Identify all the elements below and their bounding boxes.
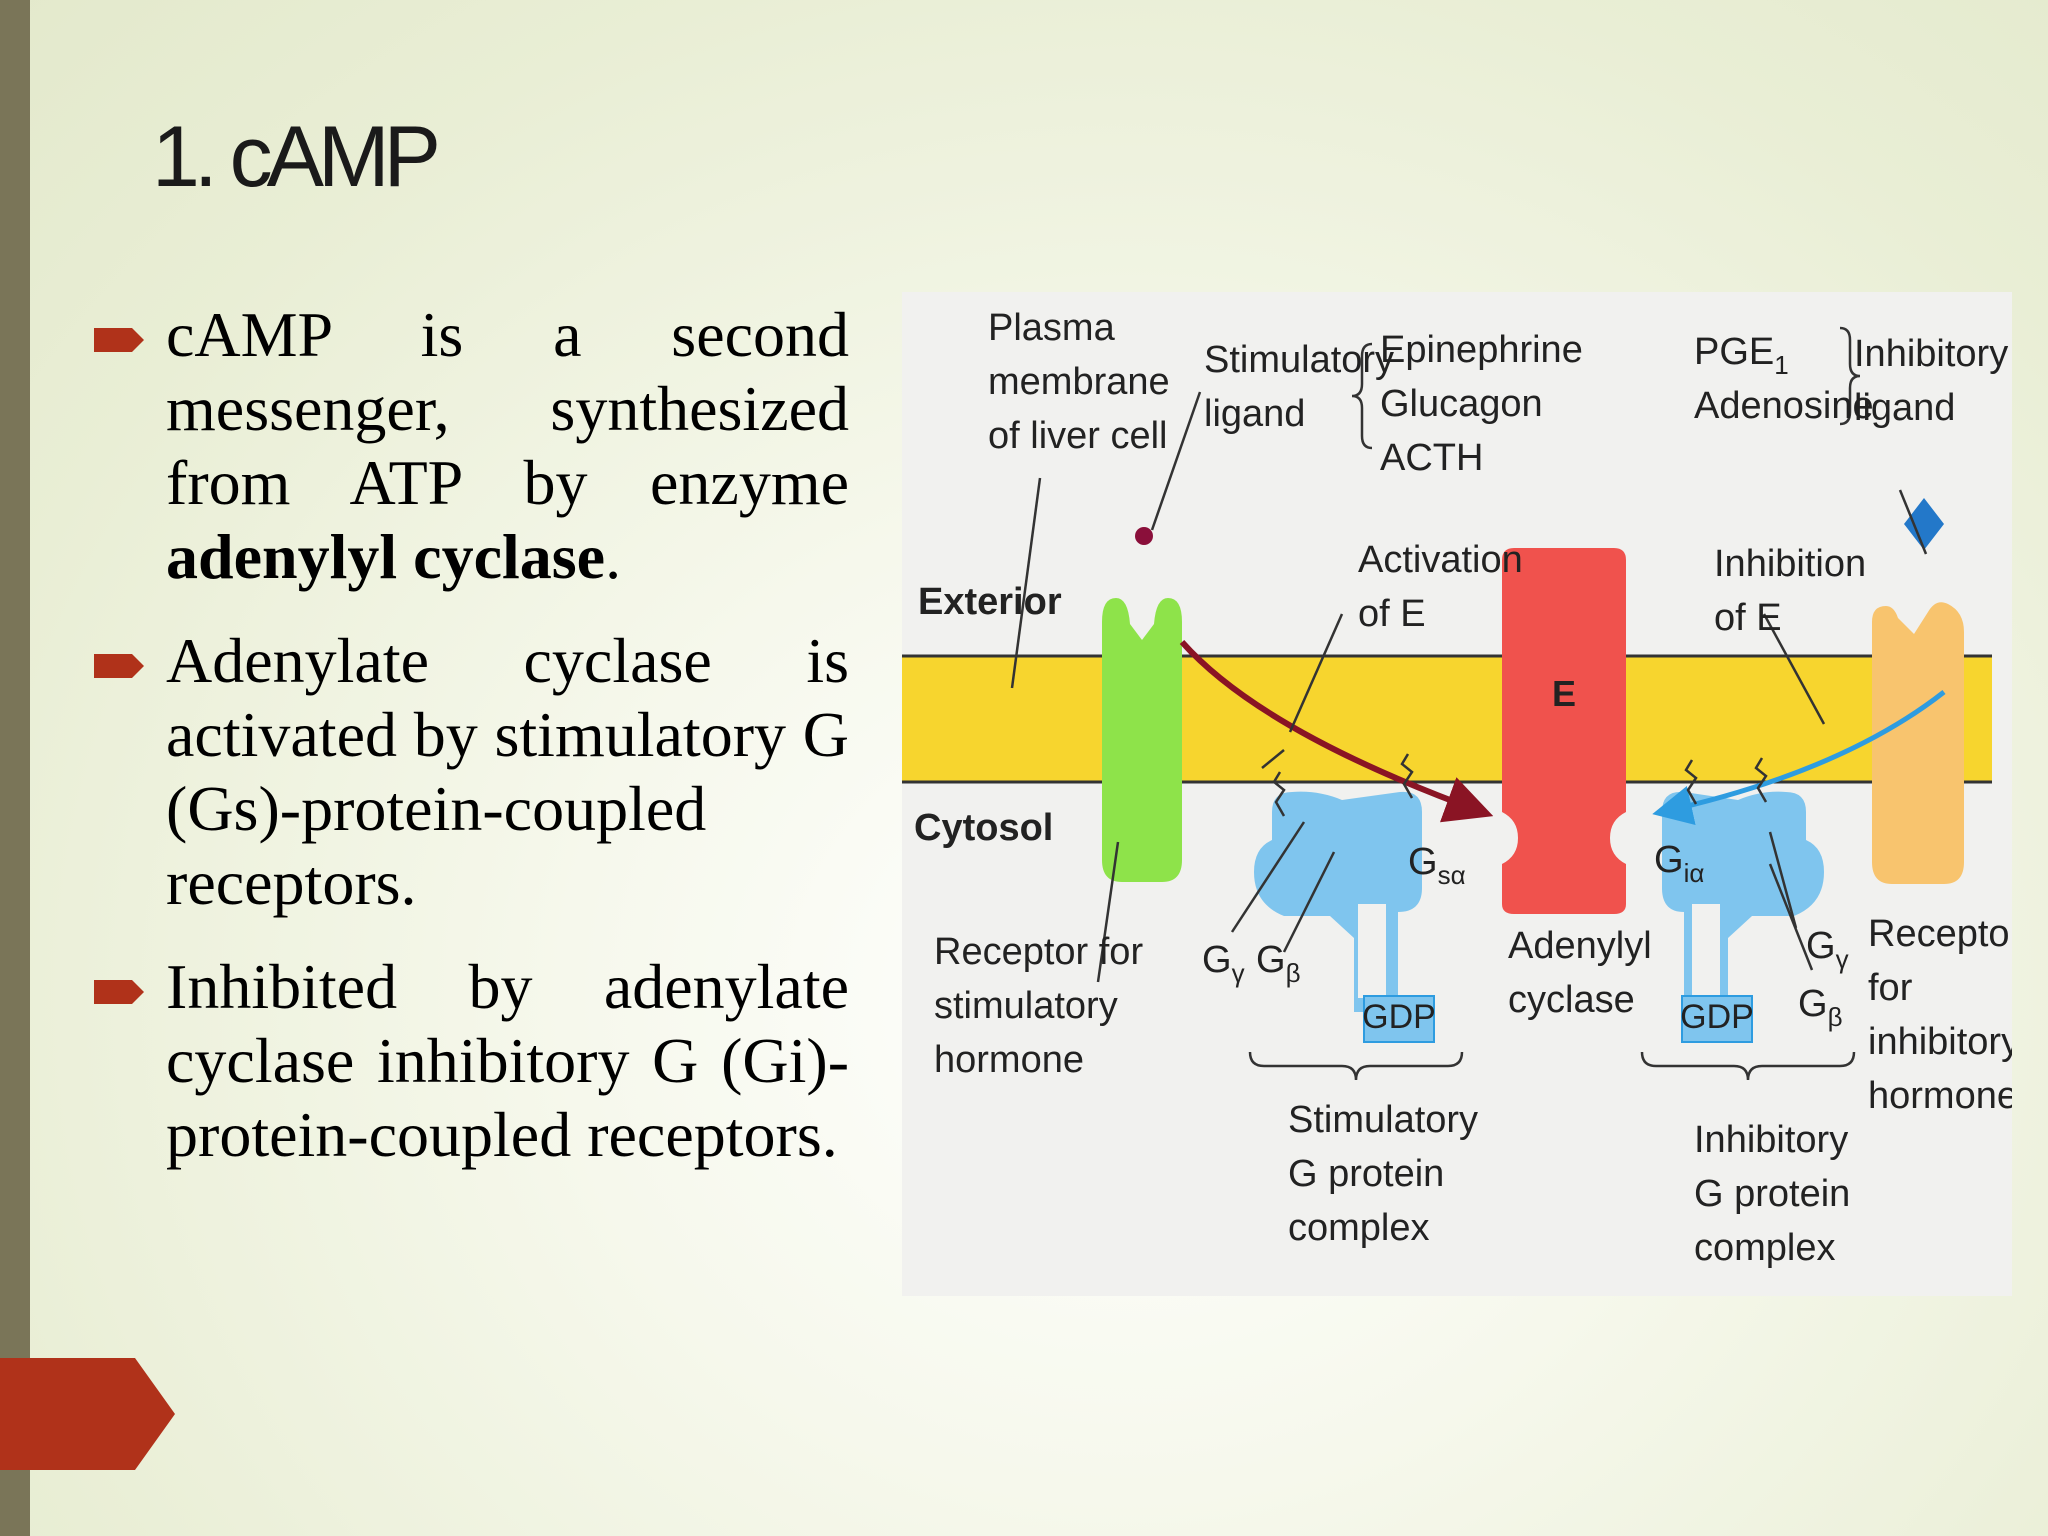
stimulatory-ligand-name: ACTH	[1380, 437, 1483, 479]
stimulatory-receptor-label: stimulatory	[934, 985, 1118, 1027]
bullet-item: cAMP is a second messenger, synthesized …	[94, 298, 849, 594]
activation-label: of E	[1358, 593, 1426, 635]
bullet-arrow-icon	[94, 328, 144, 352]
g-gamma-label: Gγ	[1202, 939, 1245, 988]
stimulatory-ligand-label: ligand	[1204, 393, 1305, 435]
leader-line	[1096, 841, 1120, 983]
inhibitory-ligand-name: PGE1	[1694, 331, 1789, 380]
bullet-arrow-icon	[94, 654, 144, 678]
gdp-box	[1681, 995, 1753, 1043]
inhibitory-ligand-label: Inhibitory	[1854, 333, 2008, 375]
gdp-box	[1363, 995, 1435, 1043]
exterior-label: Exterior	[918, 581, 1062, 623]
gdp-label: GDP	[1680, 998, 1754, 1036]
lipid-anchor	[1272, 771, 1286, 817]
bullet-bold-term: adenylyl cyclase	[166, 521, 606, 592]
bullet-text: Adenylate cyclase is activated by stimul…	[166, 625, 849, 918]
stimulatory-ligand-name: Epinephrine	[1380, 329, 1583, 371]
side-accent-bar	[0, 0, 30, 1536]
leader-line	[1230, 821, 1306, 933]
complex-brace	[1248, 1051, 1464, 1081]
inhibitory-ligand-name: Adenosine	[1694, 385, 1874, 427]
leader-line	[1768, 863, 1814, 971]
inhibitory-receptor-label: hormone	[1868, 1075, 2012, 1117]
inhibitory-receptor-label: Receptor	[1868, 913, 2012, 955]
lipid-anchor	[1754, 757, 1768, 803]
inhibitory-complex-label: complex	[1694, 1227, 1836, 1269]
stimulatory-ligand-dot	[1135, 527, 1153, 545]
leader-line	[1010, 477, 1042, 689]
bullet-item: Inhibited by adenylate cyclase inhibitor…	[94, 950, 849, 1172]
ligand-brace	[1351, 342, 1373, 450]
lipid-anchor	[1400, 753, 1414, 799]
stimulatory-receptor	[1102, 598, 1182, 882]
leader-line	[1261, 749, 1285, 769]
inhibition-arrow	[1652, 690, 1946, 826]
bullet-item: Adenylate cyclase is activated by stimul…	[94, 624, 849, 920]
inhibitory-ligand-diamond	[1904, 498, 1944, 550]
inhibitory-ligand-label: ligand	[1854, 387, 1955, 429]
activation-label: Activation	[1358, 539, 1523, 581]
adenylyl-cyclase-label: Adenylyl	[1508, 925, 1652, 967]
inhibitory-receptor	[1872, 602, 1964, 884]
leader-line	[1768, 831, 1798, 929]
stimulatory-complex-label: complex	[1288, 1207, 1430, 1249]
plasma-membrane-label: membrane	[988, 361, 1170, 403]
slide-title: 1. cAMP	[152, 109, 441, 205]
leader-line	[1282, 851, 1336, 953]
adenylyl-cyclase-label: cyclase	[1508, 979, 1635, 1021]
leader-line	[1898, 489, 1928, 555]
bullet-list: cAMP is a second messenger, synthesized …	[94, 298, 849, 1202]
bullet-arrow-icon	[94, 980, 144, 1004]
inhibition-label: Inhibition	[1714, 543, 1866, 585]
bullet-text: cAMP is a second messenger, synthesized …	[166, 299, 849, 518]
bullet-text: .	[605, 521, 622, 592]
stimulatory-receptor-label: hormone	[934, 1039, 1084, 1081]
g-gamma-label: Gγ	[1806, 925, 1849, 974]
plasma-membrane-band	[902, 656, 1992, 782]
stimulatory-complex-label: Stimulatory	[1288, 1099, 1478, 1141]
stimulatory-receptor-label: Receptor for	[934, 931, 1143, 973]
inhibitory-complex-label: G protein	[1694, 1173, 1850, 1215]
g-i-alpha-label: Giα	[1654, 839, 1704, 888]
activation-arrow	[1179, 640, 1494, 823]
leader-line	[1150, 391, 1202, 531]
ligand-brace	[1839, 326, 1861, 426]
bullet-text: Inhibited by adenylate cyclase inhibitor…	[166, 951, 849, 1170]
plasma-membrane-label: of liver cell	[988, 415, 1168, 457]
inhibition-label: of E	[1714, 597, 1782, 639]
cytosol-label: Cytosol	[914, 807, 1053, 849]
slide-number-tag	[0, 1358, 175, 1470]
plasma-membrane-label: Plasma	[988, 307, 1116, 349]
inhibitory-complex-label: Inhibitory	[1694, 1119, 1848, 1161]
inhibitory-receptor-label: inhibitory	[1868, 1021, 2012, 1063]
lipid-anchor	[1684, 759, 1698, 805]
adenylyl-cyclase-enzyme	[1502, 548, 1626, 914]
stimulatory-ligand-name: Glucagon	[1380, 383, 1543, 425]
stimulatory-complex-label: G protein	[1288, 1153, 1444, 1195]
g-beta-label: Gβ	[1798, 983, 1843, 1032]
inhibitory-receptor-label: for	[1868, 967, 1913, 1009]
g-s-alpha-label: Gsα	[1408, 841, 1466, 890]
g-protein-notch	[1692, 904, 1720, 998]
enzyme-e-label: E	[1552, 673, 1576, 714]
g-protein-notch	[1358, 904, 1386, 998]
gdp-label: GDP	[1362, 998, 1436, 1036]
camp-signaling-figure: Plasma membrane of liver cell Stimulator…	[902, 292, 2012, 1296]
leader-line	[1288, 613, 1344, 733]
g-beta-label: Gβ	[1256, 939, 1301, 988]
complex-brace	[1640, 1051, 1856, 1081]
leader-line	[1762, 613, 1826, 725]
stimulatory-ligand-label: Stimulatory	[1204, 339, 1394, 381]
